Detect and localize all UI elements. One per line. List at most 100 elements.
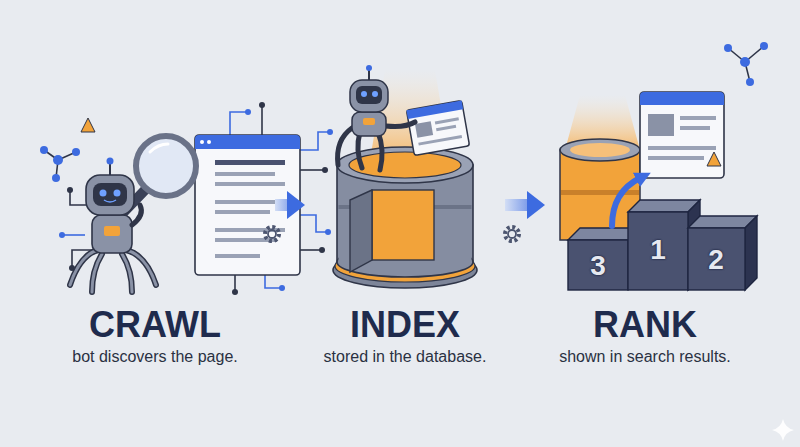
document-card — [406, 100, 469, 155]
web-page-window — [215, 200, 285, 204]
indexer-robot — [356, 86, 382, 104]
crawler-robot — [86, 175, 134, 215]
circuit-dots — [322, 167, 328, 173]
stage-heading: INDEX — [350, 304, 460, 345]
gear-icon — [505, 227, 519, 241]
crawler-robot — [92, 254, 102, 292]
gear-icon — [265, 227, 279, 241]
web-page-window — [215, 238, 277, 242]
indexer-robot — [363, 118, 375, 125]
crawler-robot — [92, 254, 102, 292]
network-icon — [40, 146, 48, 154]
network-icon — [724, 42, 768, 86]
web-page-window — [207, 140, 211, 144]
crawler-robot — [92, 215, 132, 253]
flow-arrow — [505, 199, 527, 211]
gear-icon — [268, 230, 276, 238]
result-window — [680, 116, 716, 120]
flow-arrow — [275, 199, 287, 211]
index-illustration — [333, 65, 477, 288]
result-window — [640, 92, 724, 105]
circuit-lines — [62, 105, 330, 292]
document-card — [406, 100, 469, 155]
gear-icon — [508, 230, 516, 238]
web-page-window — [215, 160, 285, 165]
crawl-illustration — [40, 102, 333, 295]
stage-description: shown in search results. — [559, 347, 731, 368]
stage-panel: RANKshown in search results. — [545, 52, 745, 380]
indexer-robot — [372, 91, 378, 97]
stage-description: bot discovers the page. — [72, 347, 237, 368]
network-icon — [40, 146, 80, 182]
circuit-lines — [265, 275, 282, 288]
stage-panel: CRAWLbot discovers the page. — [35, 52, 275, 380]
gear-icon — [265, 227, 279, 241]
gear-icon — [505, 227, 519, 241]
circuit-dots — [59, 232, 65, 238]
indexer-robot — [350, 80, 388, 112]
crawler-robot — [114, 190, 121, 197]
sparkle-mark — [772, 419, 794, 441]
network-icon — [760, 42, 768, 50]
circuit-dots — [232, 289, 238, 295]
network-icon — [72, 148, 80, 156]
circuit-dots — [279, 285, 285, 291]
crawler-robot — [122, 254, 132, 292]
crawler-robot — [126, 250, 156, 285]
stage-panel: INDEXstored in the database. — [305, 52, 505, 380]
circuit-lines — [261, 105, 263, 135]
podium — [568, 200, 757, 290]
indexer-robot — [361, 91, 367, 97]
rank-number: 1 — [650, 236, 666, 264]
web-page-window — [215, 254, 260, 258]
indexer-robot — [366, 65, 372, 71]
web-page-window — [195, 135, 300, 275]
circuit-dots — [259, 102, 265, 108]
result-window — [640, 92, 724, 178]
indexer-robot — [378, 132, 382, 170]
rise-arrow — [612, 178, 640, 226]
podium — [745, 216, 757, 290]
circuit-dots — [245, 109, 251, 115]
crawler-robot — [100, 190, 107, 197]
stage-heading: RANK — [593, 304, 697, 345]
result-window — [648, 114, 674, 136]
result-window — [680, 126, 710, 130]
network-icon — [746, 78, 754, 86]
document-card — [436, 125, 456, 131]
podium — [628, 212, 688, 290]
rank-number: 3 — [590, 252, 606, 280]
web-page-window — [200, 140, 204, 144]
rank-illustration — [560, 42, 768, 290]
document-card — [415, 121, 433, 138]
circuit-dots — [319, 247, 325, 253]
document-card — [435, 117, 459, 124]
database-cylinder — [350, 190, 372, 272]
magnifying-glass — [150, 144, 168, 152]
orange-gem — [707, 152, 721, 166]
circuit-lines — [62, 234, 85, 236]
circuit-lines — [300, 215, 328, 232]
database-cylinder — [349, 152, 461, 178]
circuit-lines — [300, 169, 325, 171]
crawler-robot — [132, 205, 141, 225]
circuit-lines — [300, 249, 322, 251]
database-cylinder — [333, 147, 477, 288]
database-cylinder — [570, 143, 630, 157]
stage-heading: CRAWL — [89, 304, 221, 345]
web-page-window — [215, 182, 285, 186]
podium — [688, 228, 745, 290]
network-icon — [52, 174, 60, 182]
circuit-lines — [230, 112, 248, 135]
stage-description: stored in the database. — [324, 347, 487, 368]
rank-number: 2 — [708, 246, 724, 274]
crawler-robot — [70, 158, 156, 293]
document-card — [418, 135, 462, 146]
web-page-window — [215, 172, 275, 176]
network-icon — [53, 155, 63, 165]
database-cylinder — [560, 139, 640, 161]
result-window — [640, 92, 724, 178]
crawler-robot — [104, 226, 120, 236]
